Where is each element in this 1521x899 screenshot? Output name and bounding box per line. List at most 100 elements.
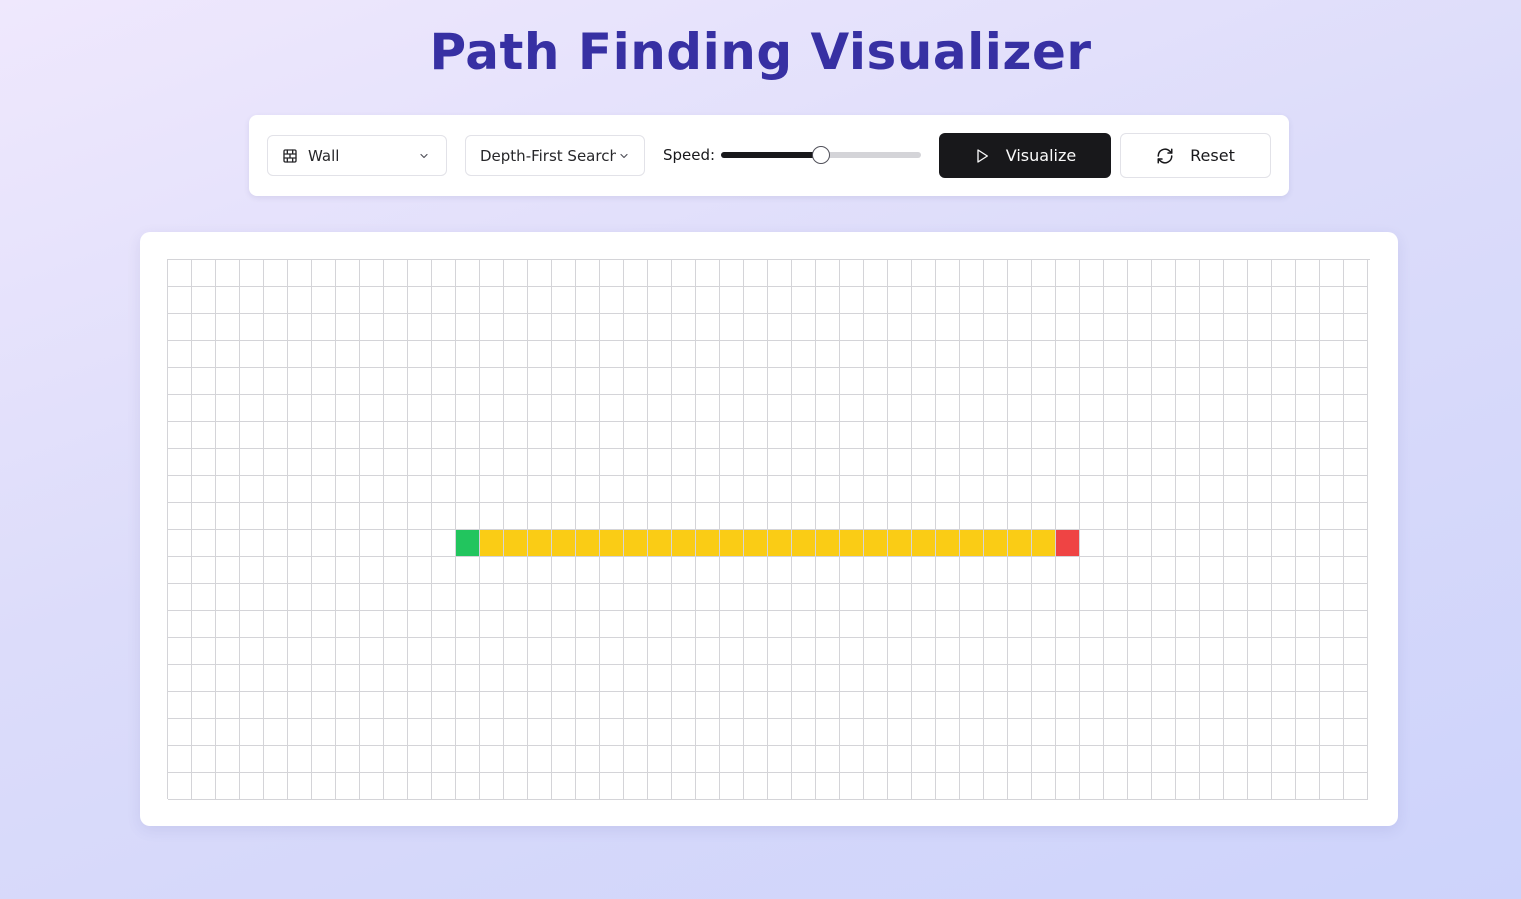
grid-cell[interactable]: [336, 530, 360, 557]
grid-cell[interactable]: [744, 476, 768, 503]
grid-cell[interactable]: [600, 665, 624, 692]
grid-cell[interactable]: [360, 503, 384, 530]
grid-cell[interactable]: [1032, 476, 1056, 503]
grid-cell[interactable]: [216, 611, 240, 638]
grid-cell[interactable]: [1272, 314, 1296, 341]
grid-cell[interactable]: [576, 638, 600, 665]
grid-cell[interactable]: [456, 557, 480, 584]
grid-cell[interactable]: [168, 665, 192, 692]
grid-cell[interactable]: [768, 584, 792, 611]
grid-cell[interactable]: [1104, 611, 1128, 638]
grid-cell[interactable]: [648, 503, 672, 530]
grid-cell[interactable]: [816, 503, 840, 530]
grid-cell[interactable]: [960, 422, 984, 449]
grid-cell[interactable]: [792, 557, 816, 584]
grid-cell[interactable]: [624, 314, 648, 341]
grid-cell[interactable]: [1248, 449, 1272, 476]
grid-cell[interactable]: [1008, 638, 1032, 665]
grid-cell[interactable]: [624, 638, 648, 665]
grid-cell[interactable]: [240, 746, 264, 773]
grid-cell[interactable]: [648, 746, 672, 773]
grid-cell[interactable]: [984, 773, 1008, 800]
grid-cell[interactable]: [432, 287, 456, 314]
grid-cell[interactable]: [336, 692, 360, 719]
grid-cell[interactable]: [744, 719, 768, 746]
grid-cell[interactable]: [504, 314, 528, 341]
grid-cell[interactable]: [1296, 611, 1320, 638]
grid-cell[interactable]: [984, 314, 1008, 341]
grid-cell[interactable]: [696, 476, 720, 503]
grid-cell[interactable]: [1056, 395, 1080, 422]
grid-cell[interactable]: [672, 719, 696, 746]
grid-cell[interactable]: [192, 611, 216, 638]
grid-cell[interactable]: [912, 476, 936, 503]
grid-cell[interactable]: [1056, 422, 1080, 449]
grid-cell[interactable]: [768, 773, 792, 800]
grid-cell[interactable]: [168, 368, 192, 395]
grid-cell[interactable]: [1080, 638, 1104, 665]
grid-cell[interactable]: [648, 719, 672, 746]
grid-cell[interactable]: [1248, 611, 1272, 638]
grid-cell[interactable]: [936, 665, 960, 692]
grid-cell[interactable]: [168, 530, 192, 557]
grid-cell[interactable]: [864, 719, 888, 746]
grid-cell[interactable]: [312, 395, 336, 422]
grid-cell[interactable]: [1320, 665, 1344, 692]
grid-cell[interactable]: [1104, 692, 1128, 719]
grid-cell[interactable]: [1056, 746, 1080, 773]
grid-cell[interactable]: [936, 368, 960, 395]
grid-cell[interactable]: [1344, 368, 1368, 395]
grid-cell[interactable]: [1296, 719, 1320, 746]
grid-cell[interactable]: [1176, 557, 1200, 584]
grid-cell[interactable]: [480, 476, 504, 503]
grid-cell[interactable]: [1032, 692, 1056, 719]
grid-cell[interactable]: [720, 638, 744, 665]
grid-cell[interactable]: [1224, 449, 1248, 476]
grid-cell[interactable]: [624, 449, 648, 476]
speed-slider[interactable]: [721, 146, 921, 164]
grid-cell[interactable]: [648, 773, 672, 800]
grid-cell[interactable]: [912, 692, 936, 719]
grid-cell[interactable]: [1272, 503, 1296, 530]
grid-cell[interactable]: [264, 422, 288, 449]
grid-cell[interactable]: [1104, 557, 1128, 584]
grid-cell[interactable]: [528, 260, 552, 287]
grid-cell[interactable]: [624, 503, 648, 530]
grid-cell[interactable]: [1032, 557, 1056, 584]
grid-cell[interactable]: [912, 314, 936, 341]
grid-cell[interactable]: [648, 692, 672, 719]
grid-cell[interactable]: [624, 692, 648, 719]
grid-cell[interactable]: [840, 395, 864, 422]
grid-cell[interactable]: [360, 773, 384, 800]
grid-cell[interactable]: [1176, 422, 1200, 449]
grid-cell[interactable]: [672, 557, 696, 584]
grid-cell[interactable]: [288, 530, 312, 557]
grid-cell[interactable]: [624, 341, 648, 368]
path-cell[interactable]: [768, 530, 792, 557]
grid-cell[interactable]: [432, 692, 456, 719]
grid-cell[interactable]: [744, 665, 768, 692]
grid-cell[interactable]: [552, 746, 576, 773]
grid-cell[interactable]: [792, 449, 816, 476]
grid-cell[interactable]: [816, 584, 840, 611]
grid-cell[interactable]: [1128, 557, 1152, 584]
grid-cell[interactable]: [840, 341, 864, 368]
grid-cell[interactable]: [1104, 449, 1128, 476]
grid-cell[interactable]: [576, 746, 600, 773]
grid-cell[interactable]: [240, 557, 264, 584]
grid-cell[interactable]: [1080, 557, 1104, 584]
grid-cell[interactable]: [744, 557, 768, 584]
grid-cell[interactable]: [744, 503, 768, 530]
grid-cell[interactable]: [696, 746, 720, 773]
grid-cell[interactable]: [816, 611, 840, 638]
grid-cell[interactable]: [1296, 395, 1320, 422]
grid-cell[interactable]: [1224, 692, 1248, 719]
grid-cell[interactable]: [744, 773, 768, 800]
grid-cell[interactable]: [600, 422, 624, 449]
grid-cell[interactable]: [384, 341, 408, 368]
grid-cell[interactable]: [936, 287, 960, 314]
grid-cell[interactable]: [768, 287, 792, 314]
grid-cell[interactable]: [1128, 584, 1152, 611]
grid-cell[interactable]: [1104, 530, 1128, 557]
grid-cell[interactable]: [888, 341, 912, 368]
